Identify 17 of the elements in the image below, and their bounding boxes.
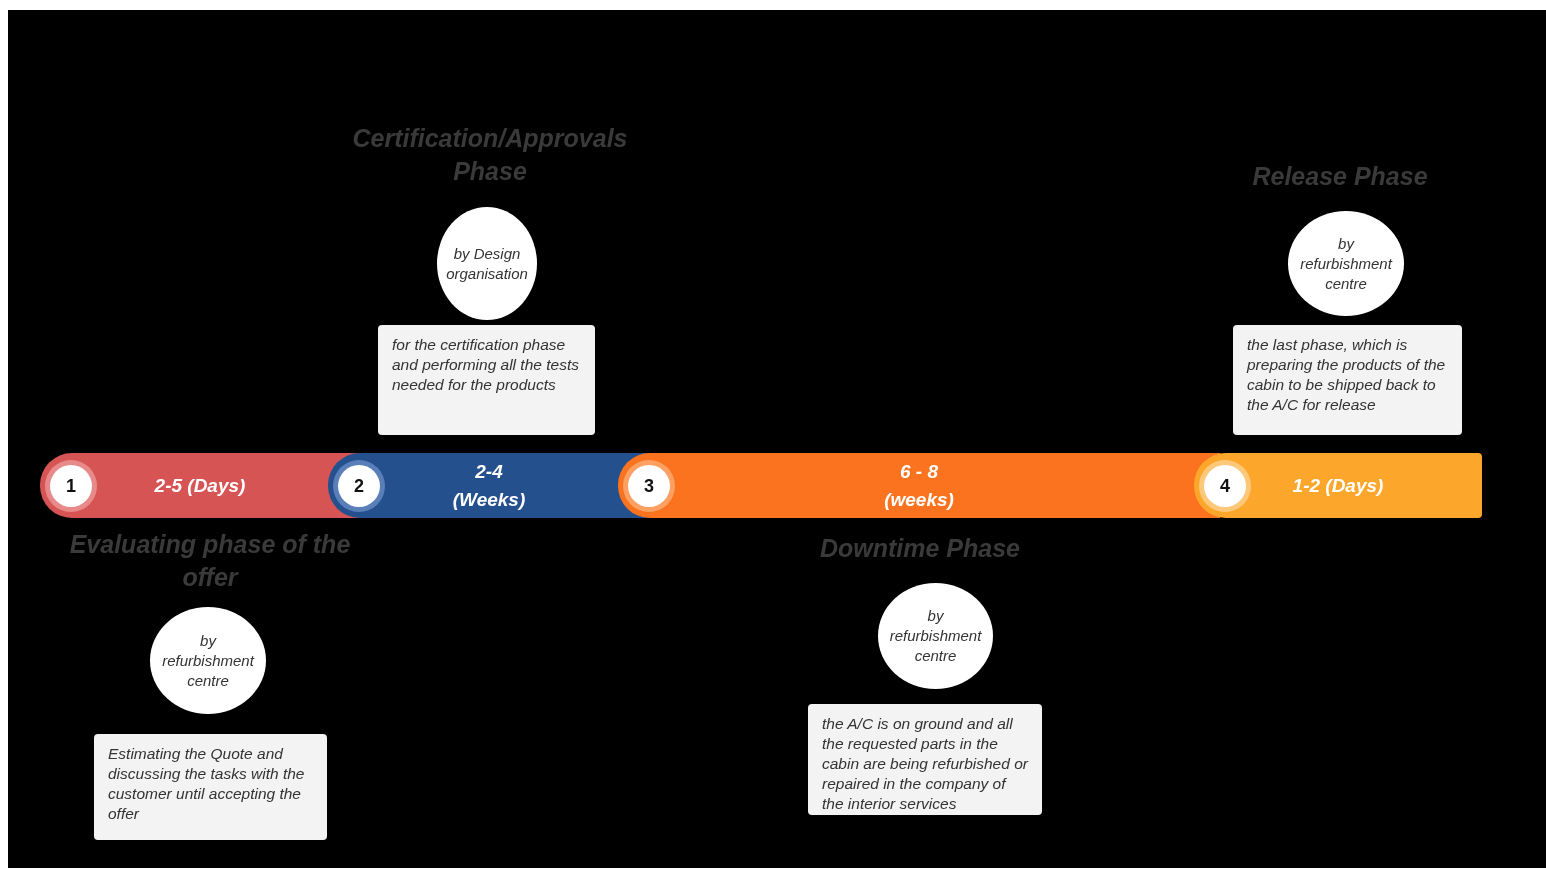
actor-circle: by refurbishment centre xyxy=(150,607,266,714)
duration-label: 2-4 (Weeks) xyxy=(451,459,527,512)
description-card: Estimating the Quote and discussing the tasks with the customer until accepting the offer xyxy=(94,734,327,840)
phase-title: Downtime Phase xyxy=(818,533,1022,564)
phase-title: Evaluating phase of the offer xyxy=(68,529,352,593)
phase-title: Certification/Approvals Phase xyxy=(351,123,629,187)
description-card: the last phase, which is preparing the products of the cabin to be shipped back to the A/C for release xyxy=(1233,325,1462,435)
duration-label: 6 - 8 (weeks) xyxy=(883,459,955,512)
actor-circle: by Design organisation xyxy=(437,207,537,320)
actor-circle: by refurbishment centre xyxy=(878,583,993,689)
duration-label: 1-2 (Days) xyxy=(1291,473,1385,498)
timeline-segment xyxy=(1194,453,1482,518)
duration-label: 2-5 (Days) xyxy=(153,473,247,498)
phase-title: Release Phase xyxy=(1251,161,1429,192)
actor-circle: by refurbishment centre xyxy=(1288,211,1404,316)
description-card: the A/C is on ground and all the requested parts in the cabin are being refurbished or repaired in the company of the interior services xyxy=(808,704,1042,815)
description-card: for the certification phase and performing all the tests needed for the products xyxy=(378,325,595,435)
